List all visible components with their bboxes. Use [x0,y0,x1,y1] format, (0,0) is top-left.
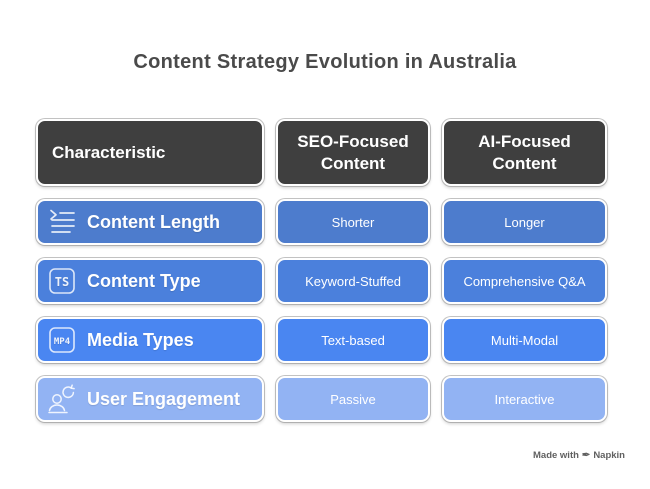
cell-value: Shorter [331,214,375,230]
cell-value: Comprehensive Q&A [463,273,586,289]
cell-value: Interactive [494,391,555,407]
cell-value: Multi-Modal [490,332,559,348]
cell-value: Passive [330,391,376,407]
cell-content-type-ai: Comprehensive Q&A [442,258,607,304]
column-header-seo-focused-content: SEO-Focused Content [276,119,430,186]
cell-value: Text-based [321,332,385,348]
watermark-prefix: Made with [533,450,579,461]
row-label-content-length: Content Length [36,199,264,245]
content-length-icon [46,206,78,238]
row-label-text: User Engagement [87,388,241,409]
row-label-user-engagement: User Engagement [36,376,264,422]
cell-value: Keyword-Stuffed [305,273,401,289]
row-label-text: Content Length [87,211,220,232]
cell-user-engagement-seo: Passive [276,376,430,422]
cell-value: Longer [504,214,545,230]
media-types-icon: MP4 [46,324,78,356]
cell-media-types-ai: Multi-Modal [442,317,607,363]
row-label-text: Content Type [87,270,201,291]
row-label-media-types: MP4 Media Types [36,317,264,363]
column-header-ai-focused-content: AI-Focused Content [442,119,607,186]
row-label-content-type: TS Content Type [36,258,264,304]
cell-content-length-ai: Longer [442,199,607,245]
column-header-label: AI-Focused Content [478,132,571,173]
column-header-label: Characteristic [52,142,166,162]
column-header-label: SEO-Focused Content [297,132,409,173]
watermark: Made with ✒ Napkin [533,450,625,461]
svg-text:MP4: MP4 [54,337,71,347]
column-header-characteristic: Characteristic [36,119,264,186]
pen-nib-icon: ✒ [581,449,591,461]
page-title: Content Strategy Evolution in Australia [133,51,517,73]
cell-user-engagement-ai: Interactive [442,376,607,422]
cell-content-length-seo: Shorter [276,199,430,245]
svg-text:TS: TS [55,275,69,289]
content-type-icon: TS [46,265,78,297]
user-engagement-icon [46,383,78,415]
row-label-text: Media Types [87,329,194,350]
cell-content-type-seo: Keyword-Stuffed [276,258,430,304]
comparison-table: Characteristic SEO-Focused Content AI-Fo… [36,119,607,422]
watermark-brand: Napkin [593,450,625,461]
cell-media-types-seo: Text-based [276,317,430,363]
